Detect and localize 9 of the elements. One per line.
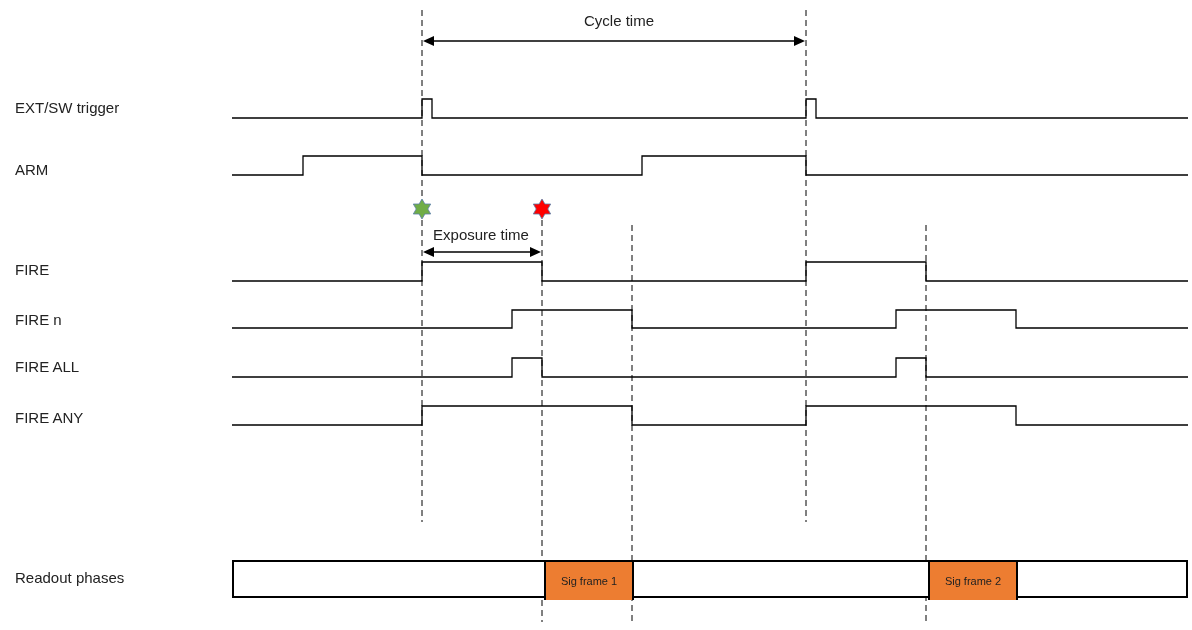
readout-phase-box (544, 562, 634, 600)
signal-label: EXT/SW trigger (13, 99, 122, 117)
phase-label: Sig frame 2 (944, 573, 1002, 589)
readout-bar (232, 560, 1188, 598)
signal-label: Readout phases (13, 569, 127, 587)
phase-label: Sig frame 1 (560, 573, 618, 589)
dimension-label: Exposure time (431, 226, 531, 244)
dimension-label: Cycle time (582, 12, 656, 30)
readout-phase-box (928, 562, 1018, 600)
